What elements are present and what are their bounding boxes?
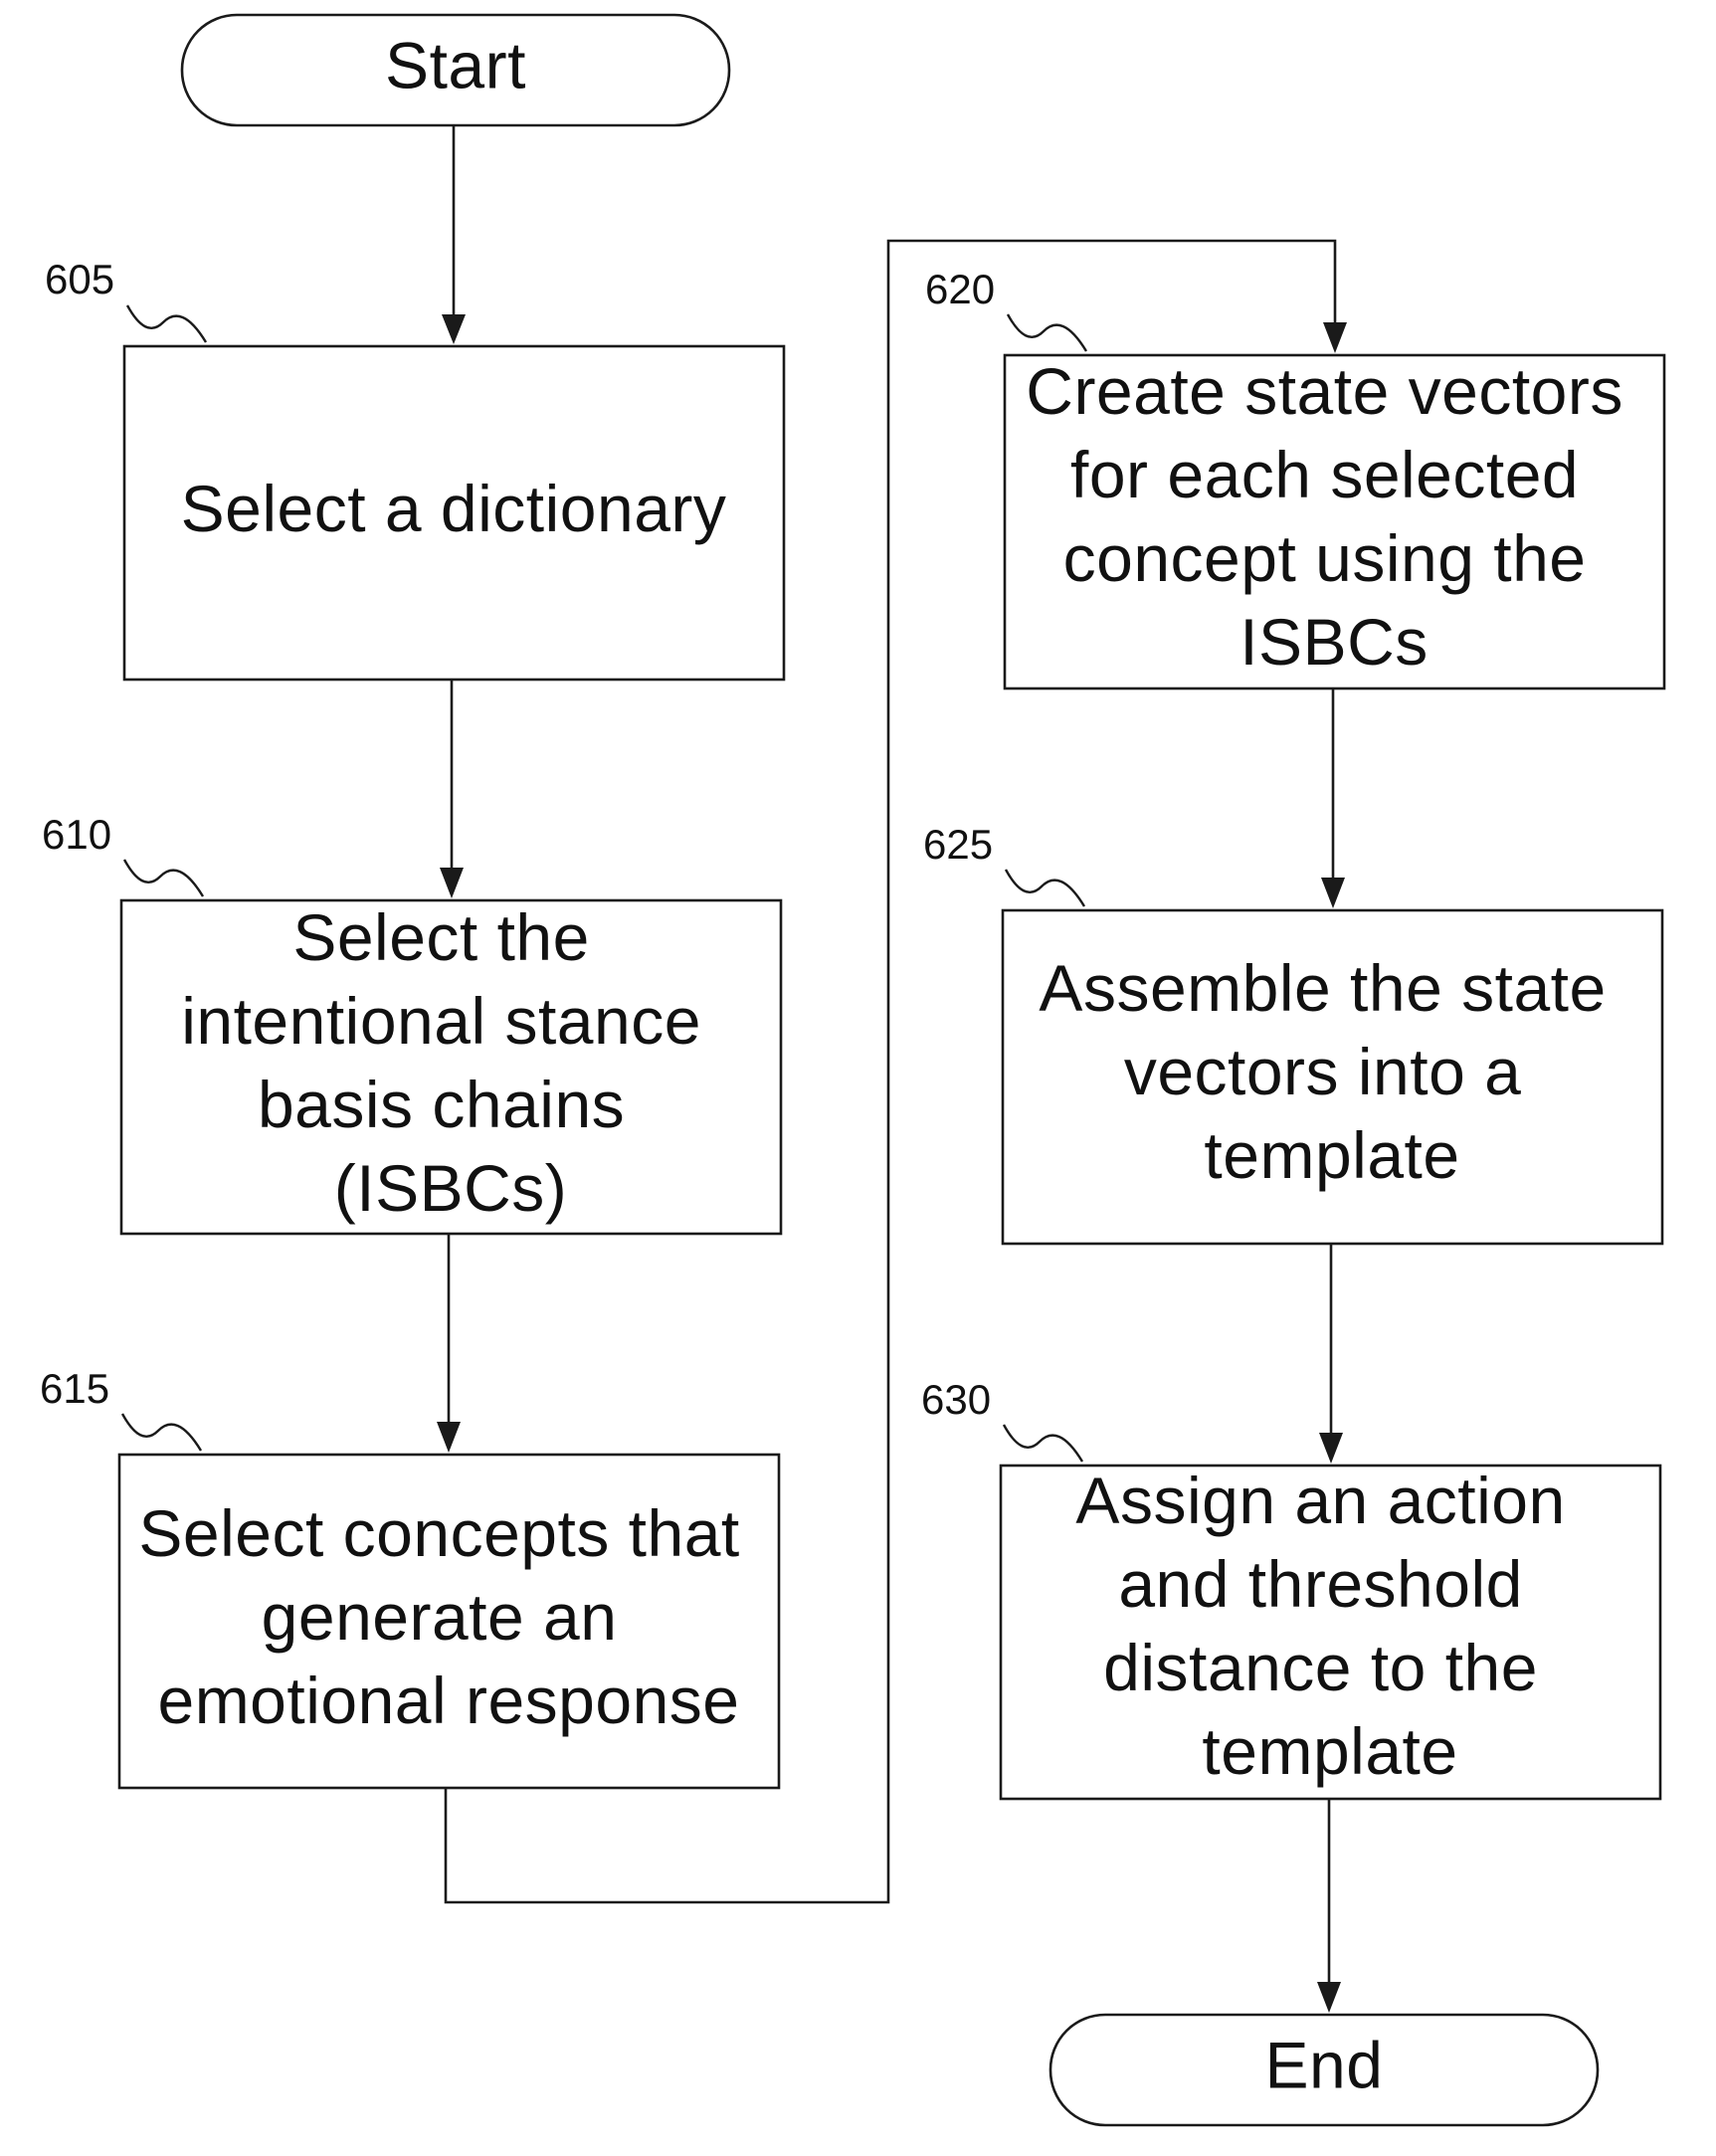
step-630-line-3: distance to the xyxy=(1103,1631,1538,1704)
step-625-leader xyxy=(1006,870,1084,906)
step-610-line-4: (ISBCs) xyxy=(334,1151,568,1225)
step-620-leader xyxy=(1008,314,1086,351)
arrowhead-615 xyxy=(437,1422,461,1453)
step-630-line-2: and threshold xyxy=(1118,1547,1522,1621)
step-605-line-1: Select a dictionary xyxy=(181,472,727,545)
step-605-text: Select a dictionary xyxy=(181,472,727,545)
step-625-line-1: Assemble the state xyxy=(1039,951,1606,1025)
step-605: Select a dictionary 605 xyxy=(45,256,784,680)
step-615-ref: 615 xyxy=(40,1365,109,1412)
step-605-leader xyxy=(127,305,206,342)
step-615-line-1: Select concepts that xyxy=(138,1496,739,1570)
step-610-leader xyxy=(124,860,203,896)
step-620-line-1: Create state vectors xyxy=(1026,354,1623,428)
step-620: Create state vectors for each selected c… xyxy=(925,266,1664,688)
arrowhead-605 xyxy=(442,314,466,344)
step-630: Assign an action and threshold distance … xyxy=(921,1376,1660,1799)
step-615: Select concepts that generate an emotion… xyxy=(40,1365,779,1788)
step-630-leader xyxy=(1004,1425,1082,1462)
arrowhead-625 xyxy=(1321,878,1345,908)
step-620-line-4: ISBCs xyxy=(1239,605,1429,679)
step-620-ref: 620 xyxy=(925,266,995,312)
step-625: Assemble the state vectors into a templa… xyxy=(923,821,1662,1244)
arrowhead-630 xyxy=(1319,1433,1343,1464)
step-615-line-3: emotional response xyxy=(157,1664,739,1737)
step-620-line-2: for each selected xyxy=(1070,438,1579,511)
arrowhead-610 xyxy=(440,868,464,898)
step-630-ref: 630 xyxy=(921,1376,991,1423)
step-610-ref: 610 xyxy=(42,811,111,858)
arrowhead-end xyxy=(1317,1982,1341,2013)
step-610: Select the intentional stance basis chai… xyxy=(42,811,781,1234)
start-terminal: Start xyxy=(182,15,729,125)
step-630-line-1: Assign an action xyxy=(1075,1464,1565,1537)
step-610-line-1: Select the xyxy=(292,900,590,974)
start-label: Start xyxy=(385,28,526,101)
end-label: End xyxy=(1265,2028,1384,2101)
step-615-line-2: generate an xyxy=(262,1580,618,1654)
step-615-leader xyxy=(122,1414,201,1451)
step-625-line-3: template xyxy=(1204,1118,1459,1192)
step-610-line-2: intentional stance xyxy=(181,984,701,1058)
step-625-ref: 625 xyxy=(923,821,993,868)
step-630-line-4: template xyxy=(1202,1714,1457,1788)
end-terminal: End xyxy=(1050,2015,1598,2125)
step-605-ref: 605 xyxy=(45,256,114,302)
step-625-line-2: vectors into a xyxy=(1124,1035,1522,1108)
arrowhead-620 xyxy=(1323,322,1347,353)
step-620-line-3: concept using the xyxy=(1063,521,1587,595)
step-610-line-3: basis chains xyxy=(258,1068,625,1141)
